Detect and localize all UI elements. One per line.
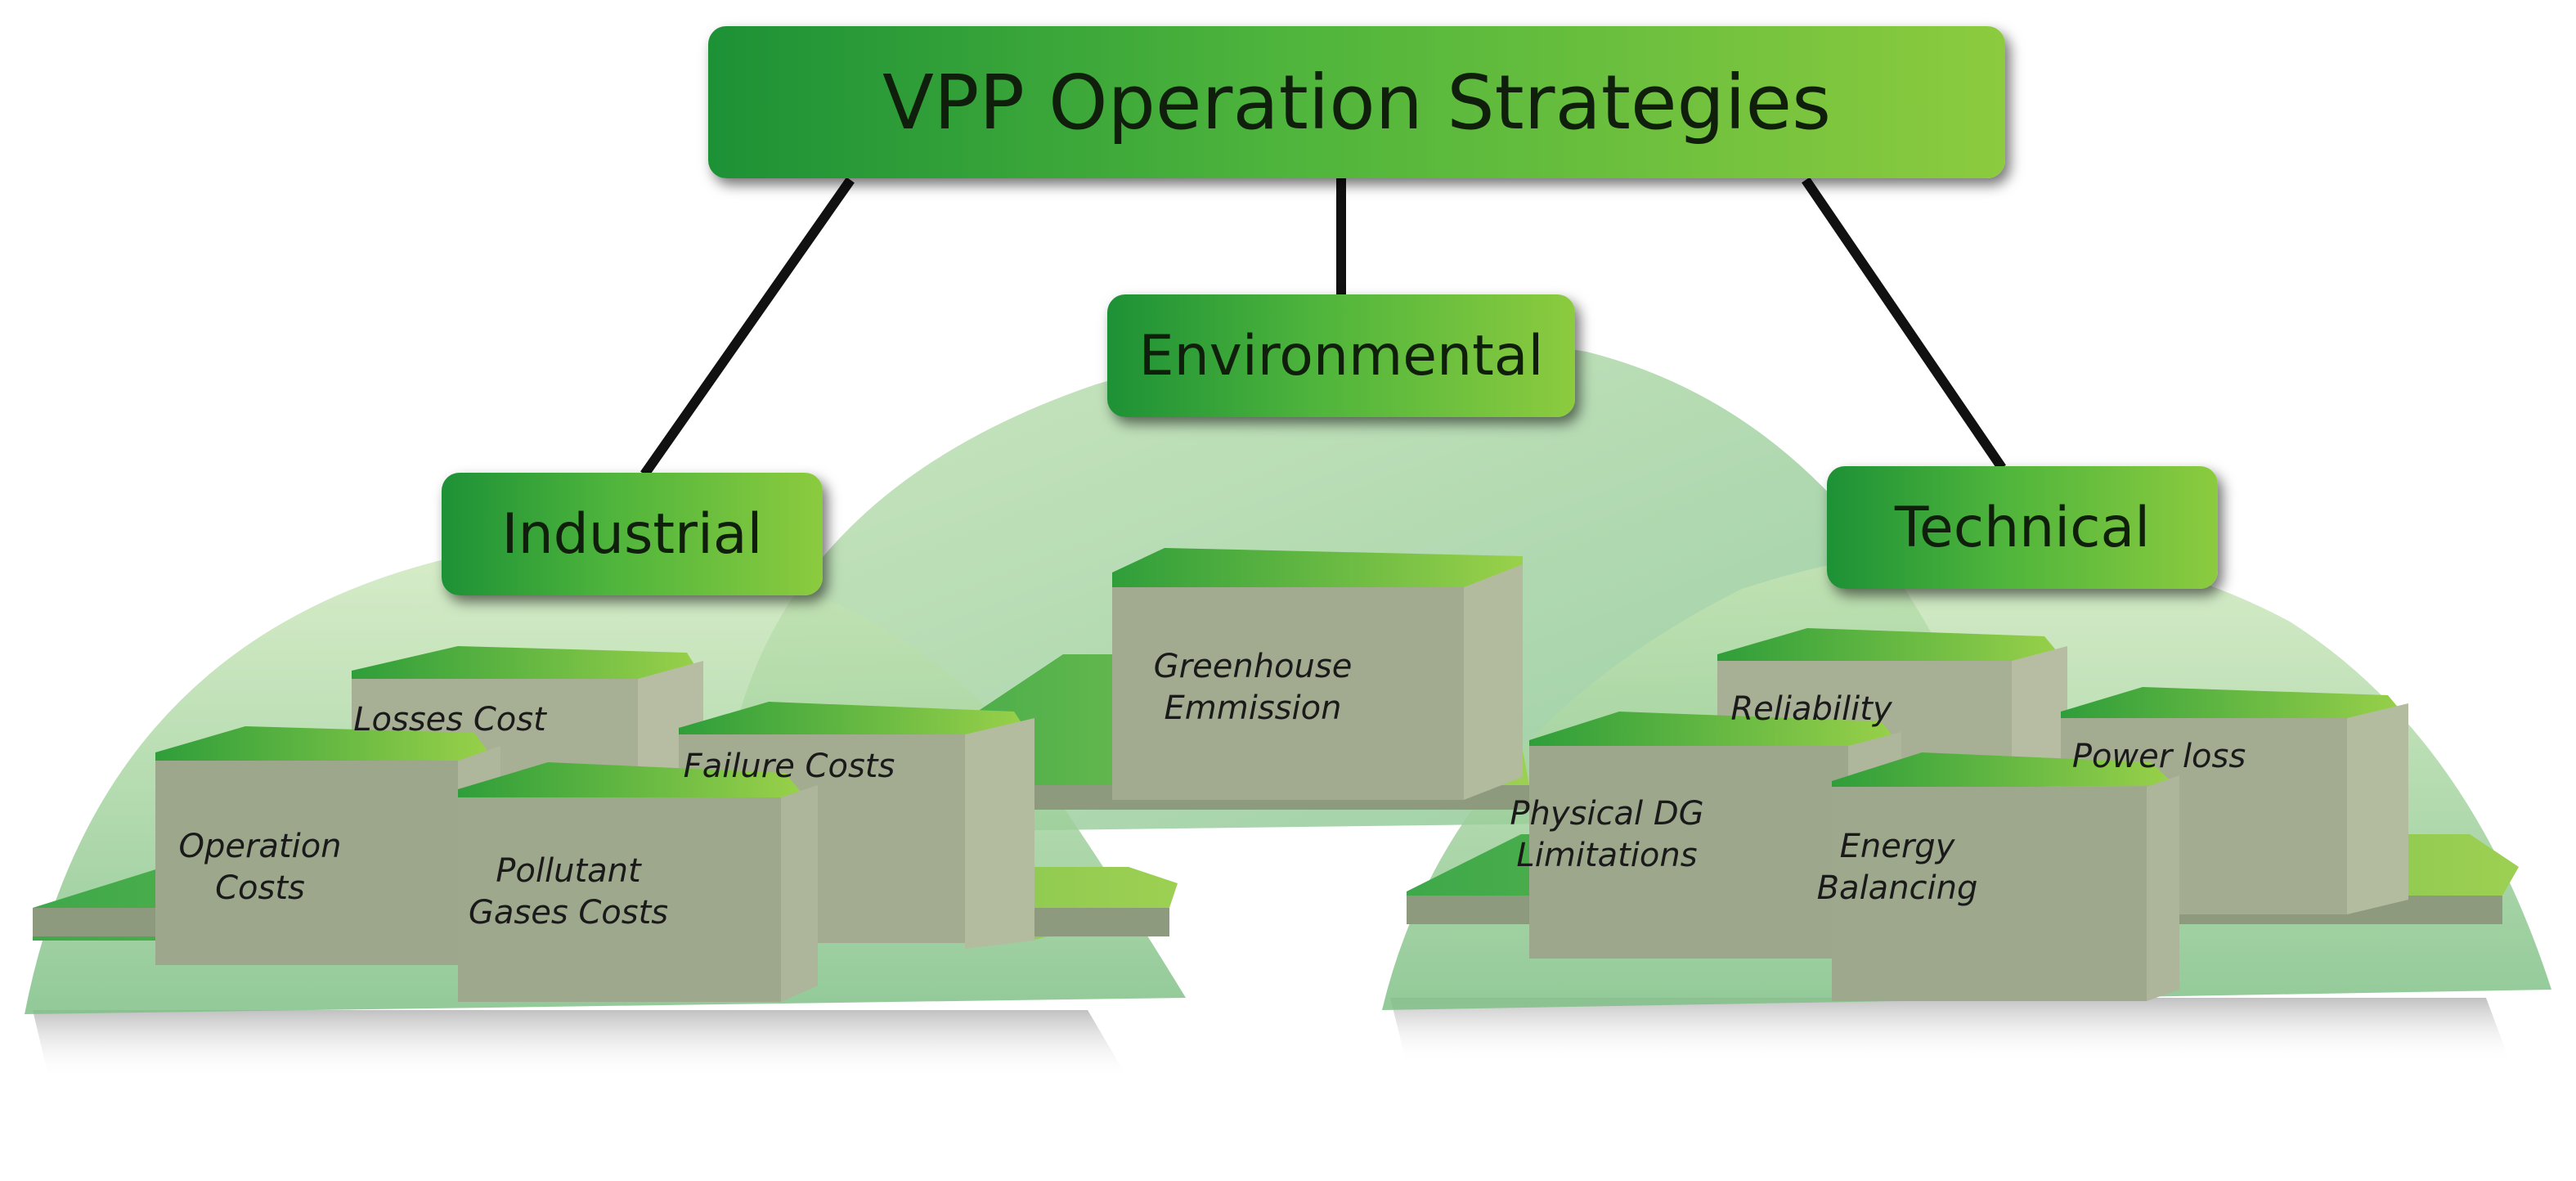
- block-industrial-operation: [155, 726, 500, 965]
- ground-shadow-left: [33, 1010, 1129, 1080]
- category-industrial: Industrial: [442, 473, 823, 595]
- label-operation-costs: Operation Costs: [178, 828, 342, 908]
- category-environmental: Environmental: [1107, 294, 1575, 417]
- label-power-loss: Power loss: [2071, 738, 2246, 775]
- connector-technical: [1802, 177, 2006, 471]
- ground-shadow-right: [1390, 998, 2511, 1063]
- connector-industrial: [640, 177, 855, 478]
- label-failure-costs: Failure Costs: [683, 748, 895, 785]
- block-technical-energy: [1832, 752, 2179, 1001]
- category-technical: Technical: [1827, 466, 2218, 589]
- label-physical-dg-limitations: Physical DG Limitations: [1510, 795, 1704, 875]
- label-losses-cost: Losses Cost: [353, 701, 546, 739]
- block-industrial-pollutant: [458, 762, 818, 1002]
- block-environmental-greenhouse: [1112, 548, 1523, 800]
- label-energy-balancing: Energy Balancing: [1816, 828, 1978, 908]
- label-reliability: Reliability: [1730, 690, 1892, 728]
- label-greenhouse-emmission: Greenhouse Emmission: [1153, 648, 1353, 728]
- label-pollutant-gases-costs: Pollutant Gases Costs: [468, 852, 669, 932]
- diagram-title: VPP Operation Strategies: [708, 26, 2005, 178]
